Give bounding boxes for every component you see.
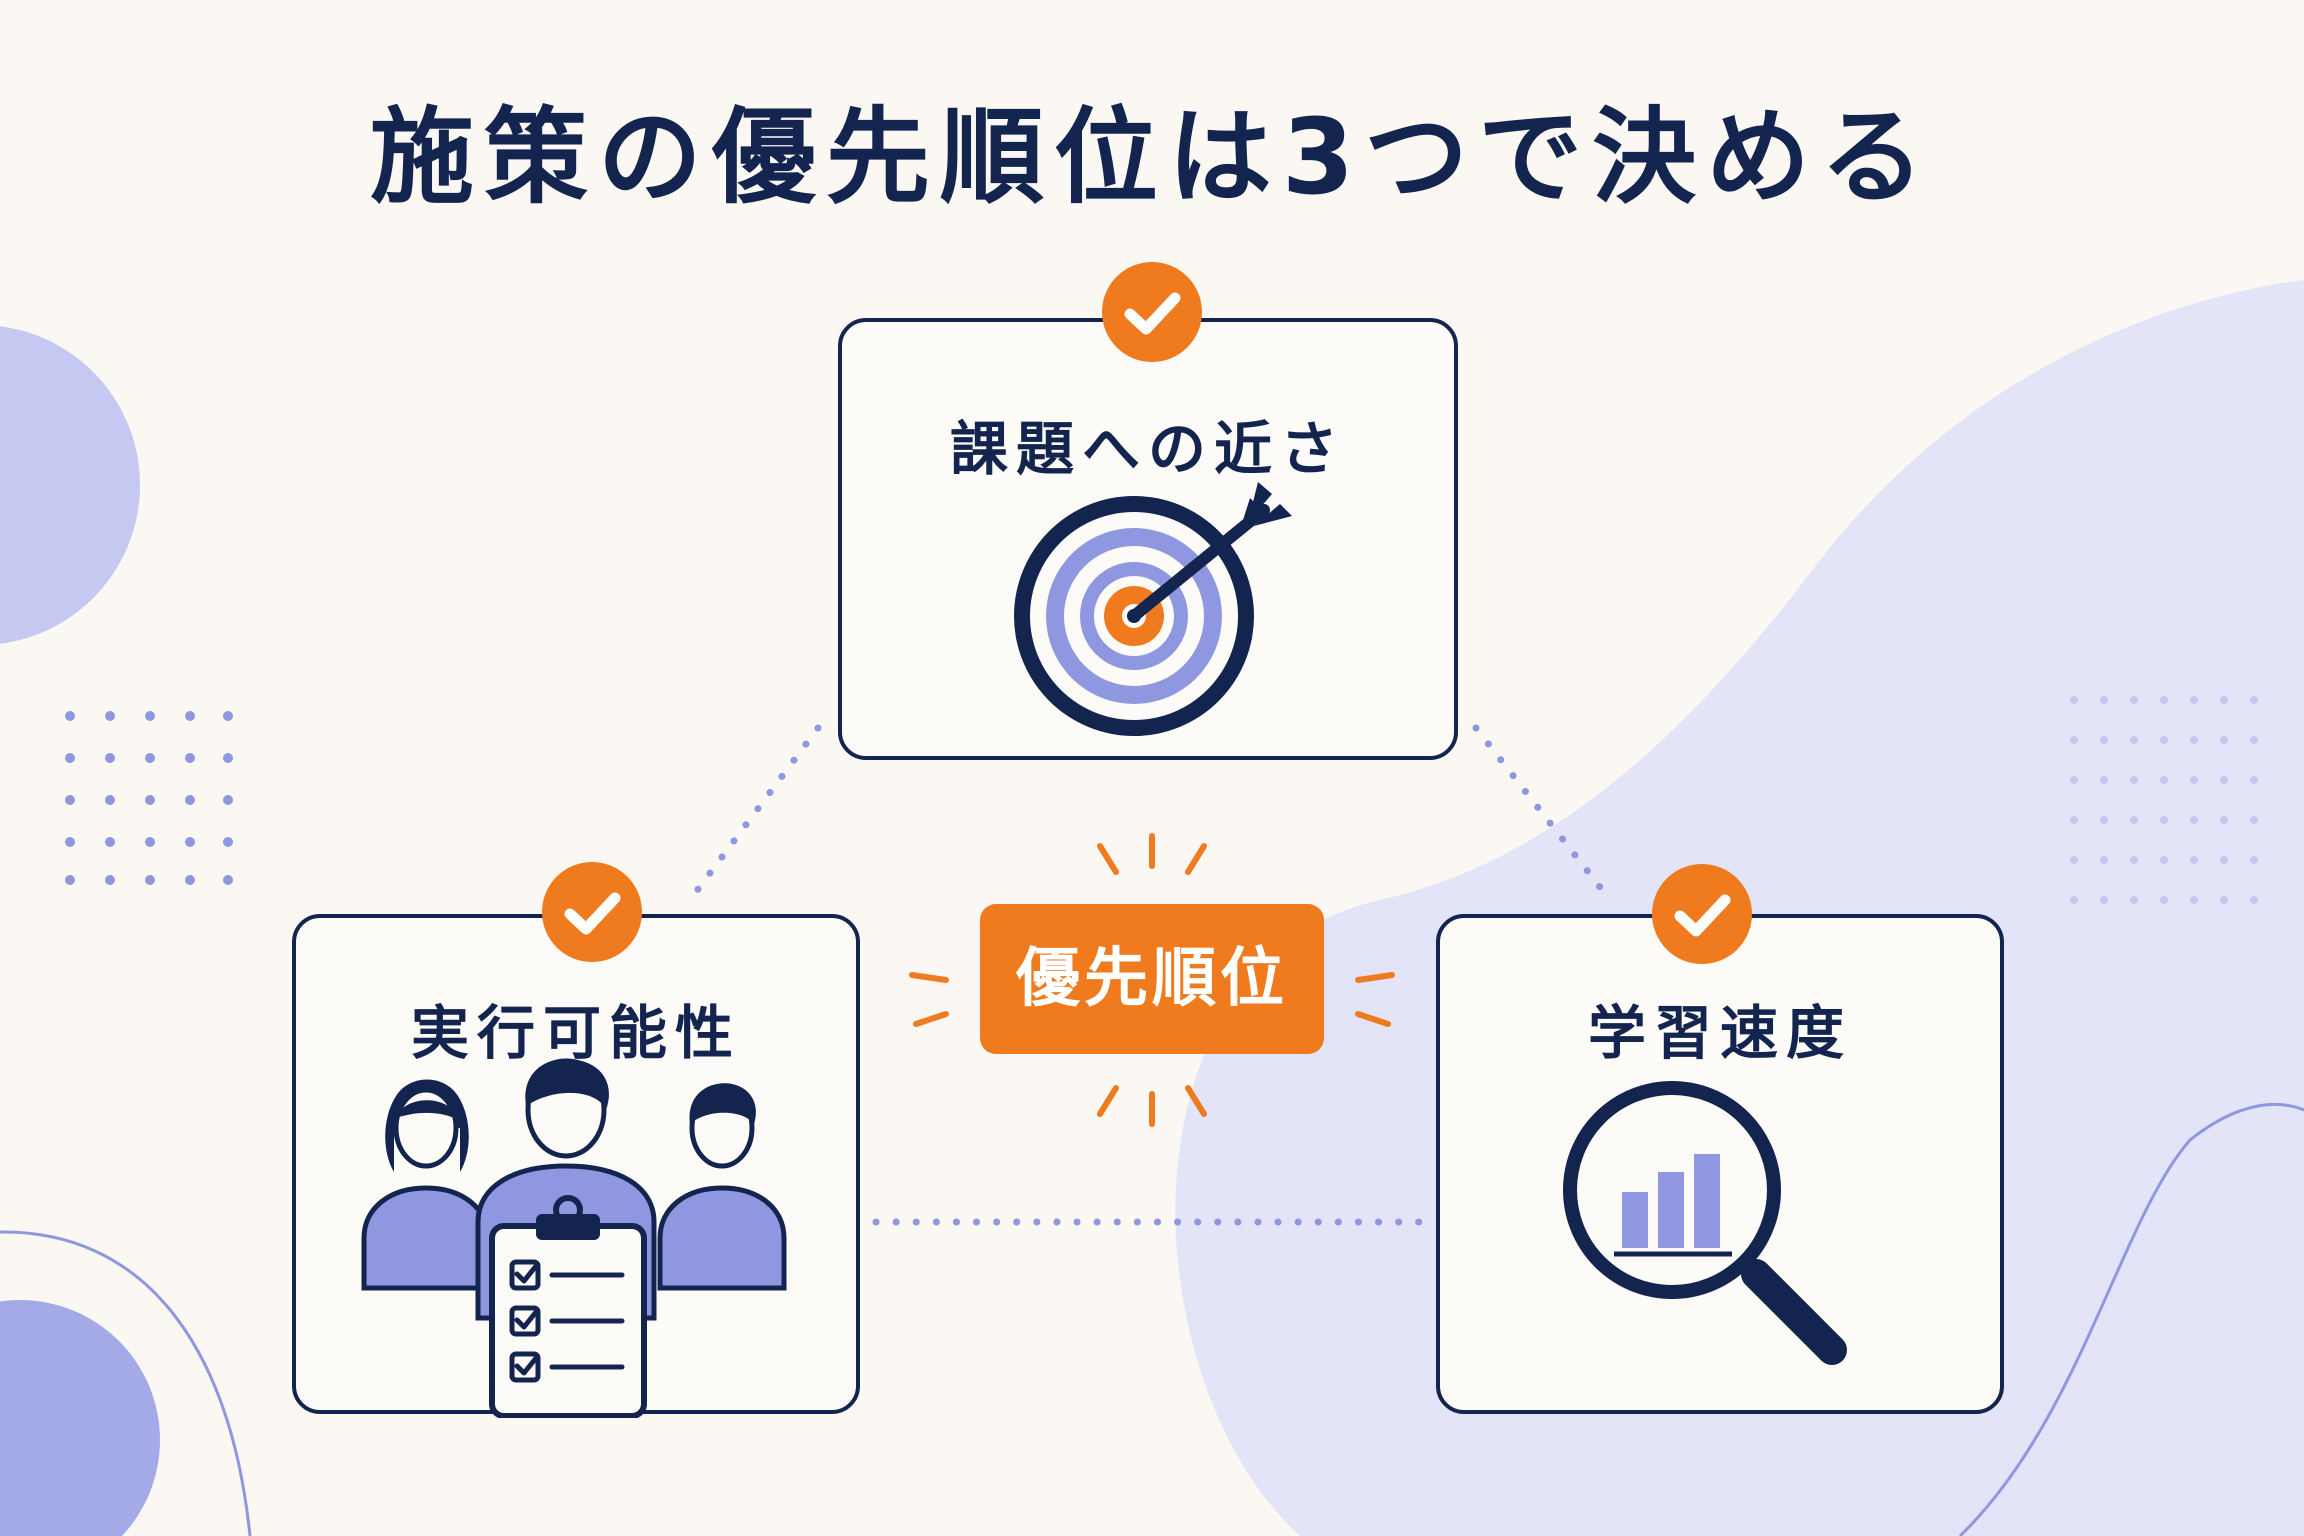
dot-grid-left: [65, 711, 233, 885]
card-label: 課題への近さ: [949, 415, 1346, 483]
page-title: 施策の優先順位は3つで決める: [369, 96, 1935, 218]
card-label: 学習速度: [1587, 999, 1852, 1067]
checkmark-icon: [1124, 292, 1181, 335]
background-arc-bottom-left: [0, 1230, 252, 1536]
check-badge-right: [1652, 864, 1752, 964]
team-checklist-icon: [361, 1058, 787, 1418]
dot-grid-right: [2070, 696, 2258, 904]
checkmark-icon: [1674, 894, 1731, 937]
burst-rays: [909, 833, 1395, 1127]
priority-center-badge: 優先順位: [980, 904, 1324, 1054]
connector-top-right: [1472, 724, 1614, 904]
target-icon: [1014, 482, 1292, 736]
connector-top-left: [686, 724, 822, 904]
card-issue-proximity: 課題への近さ: [838, 318, 1458, 760]
background-arc-bottom-right: [1958, 1102, 2304, 1536]
card-learning-speed: 学習速度: [1436, 914, 2004, 1414]
check-badge-left: [542, 862, 642, 962]
background-circle-bottom-left: [0, 1300, 160, 1536]
checkmark-icon: [564, 892, 621, 935]
card-feasibility: 実行可能性: [292, 914, 860, 1418]
magnifier-chart-icon: [1563, 1081, 1847, 1365]
background-circle-top-left: [0, 326, 140, 644]
card-label: 実行可能性: [410, 999, 741, 1067]
check-badge-top: [1102, 262, 1202, 362]
